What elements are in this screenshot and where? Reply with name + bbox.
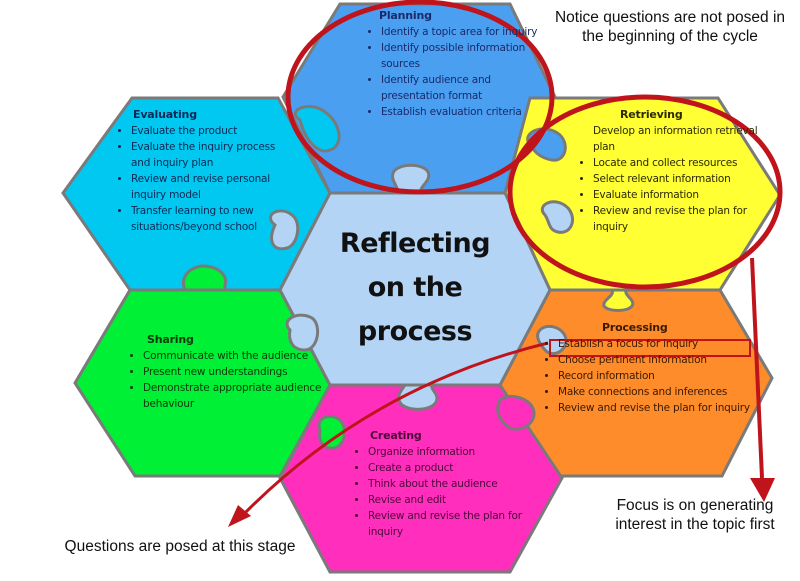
stage-creating: Creating Organize informationCreate a pr… [350,428,550,540]
puzzle-tab-sharing-evaluating [182,264,228,292]
stage-item: Choose pertinent information [558,352,770,368]
stage-planning: Planning Identify a topic area for inqui… [363,8,553,120]
puzzle-tab-center-sharing [285,313,320,352]
stage-item: Evaluate the inquiry process and inquiry… [131,139,288,171]
arrowhead-questions-note [228,505,251,527]
stage-item: Select relevant information [593,171,765,187]
stage-items: Evaluate the productEvaluate the inquiry… [113,123,288,235]
center-title: Reflecting on the process [339,228,491,347]
highlight-ellipse-retrieving [507,94,783,290]
stage-title: Creating [370,429,422,442]
stage-items: Establish a focus for inquiryChoose pert… [540,336,770,416]
stage-items: Communicate with the audiencePresent new… [125,348,325,412]
puzzle-tab-planning-evaluating [293,105,341,153]
stage-item: Create a product [368,460,550,476]
stage-processing: Processing Establish a focus for inquiry… [540,320,770,416]
arrowhead-focus-note [750,478,775,502]
annotation-questions-note: Questions are posed at this stage [64,538,296,555]
arrow-line-to-questions-note [238,341,549,520]
stage-evaluating: Evaluating Evaluate the productEvaluate … [113,107,288,235]
puzzle-tab-creating-processing [496,395,536,431]
puzzle-tab-planning-center [391,163,431,195]
stage-retrieving: Retrieving Develop an information retrie… [575,107,765,235]
stage-item: Record information [558,368,770,384]
highlight-box-establish-focus [549,339,751,357]
stage-item: Demonstrate appropriate audience behavio… [143,380,325,412]
hex-center [278,191,552,387]
stage-item: Review and revise the plan for inquiry [558,400,770,416]
annotation-focus-note: Focus is on generating interest in the t… [615,497,775,533]
stage-item: Organize information [368,444,550,460]
stage-item: Review and revise the plan for inquiry [368,508,550,540]
puzzle-tab-center-retrieving [541,200,574,234]
puzzle-tab-evaluating-center [269,209,300,251]
stage-item: Establish evaluation criteria [381,104,553,120]
stage-title: Planning [379,9,432,22]
stage-items: Identify a topic area for inquiryIdentif… [363,24,553,120]
stage-item: Identify possible information sources [381,40,553,72]
stage-title: Evaluating [133,108,197,121]
stage-item: Revise and edit [368,492,550,508]
puzzle-tab-center-creating [397,383,439,411]
stage-title: Retrieving [620,108,683,121]
stage-title: Sharing [147,333,194,346]
stage-item: Transfer learning to new situations/beyo… [131,203,288,235]
stage-title: Processing [602,321,668,334]
stage-item: Review and revise personal inquiry model [131,171,288,203]
stage-sharing: Sharing Communicate with the audiencePre… [125,332,325,412]
arrow-line-to-focus-note [750,257,764,479]
stage-item: Present new understandings [143,364,325,380]
puzzle-tab-retrieving-processing [602,288,635,312]
stage-items: Organize informationCreate a productThin… [350,444,550,540]
stage-item: Communicate with the audience [143,348,325,364]
stage-item: Evaluate the product [131,123,288,139]
stage-item: Develop an information retrieval plan [593,125,758,153]
stage-items: Develop an information retrieval planLoc… [575,123,765,235]
stage-item: Evaluate information [593,187,765,203]
puzzle-tab-sharing-creating [317,414,347,450]
stage-item: Establish a focus for inquiry [558,336,770,352]
highlight-ellipse-planning [285,0,555,195]
stage-item: Review and revise the plan for inquiry [593,203,765,235]
annotation-top-note: Notice questions are not posed in the be… [554,9,786,45]
stage-item: Identify audience and presentation forma… [381,72,553,104]
stage-item: Make connections and inferences [558,384,770,400]
stage-item: Locate and collect resources [593,155,765,171]
stage-item: Identify a topic area for inquiry [381,24,553,40]
stage-item: Think about the audience [368,476,550,492]
